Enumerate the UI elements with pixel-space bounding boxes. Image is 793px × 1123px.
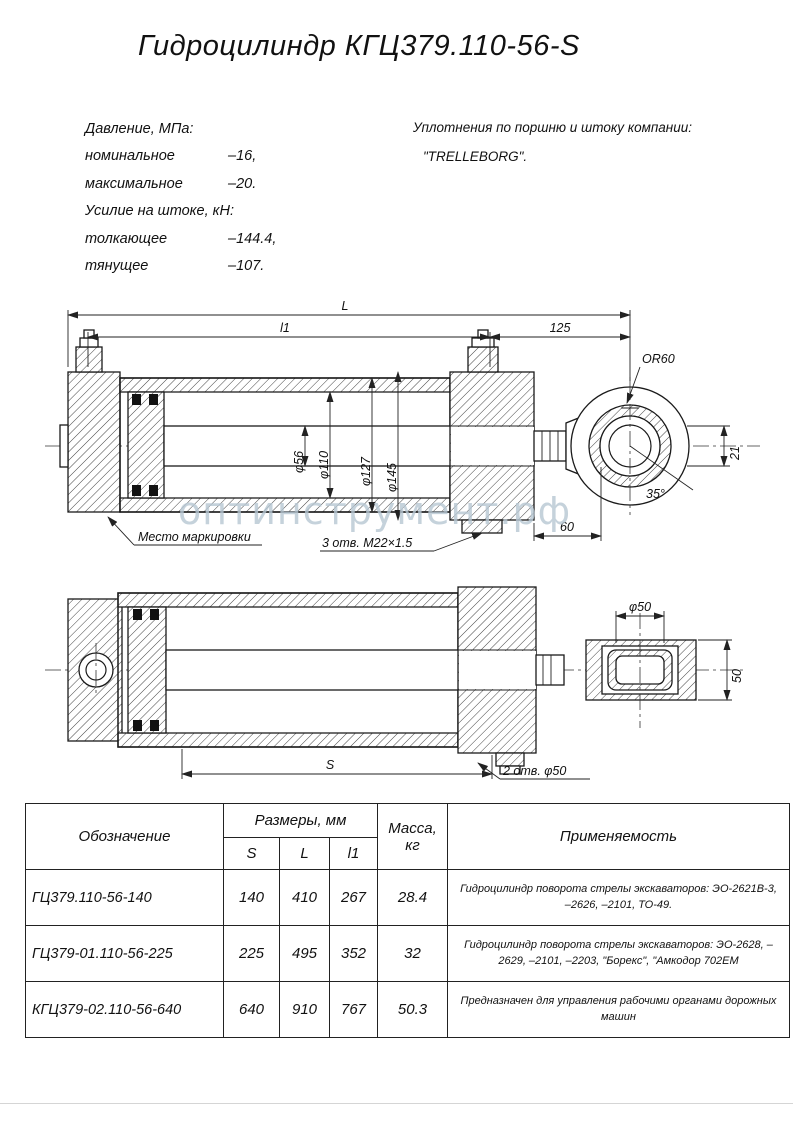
gland-head xyxy=(449,329,535,534)
dim-21-label: 21 xyxy=(728,446,742,461)
cell-l: 410 xyxy=(279,869,330,926)
rod-end-connector xyxy=(533,430,567,462)
max-label: максимальное xyxy=(85,175,183,192)
spec-line: тянущее –107. xyxy=(85,253,375,281)
max-value: –20. xyxy=(228,175,257,192)
header-col-L: L xyxy=(279,837,330,870)
dim-l1-label: l1 xyxy=(280,321,290,335)
spec-line: максимальное –20. xyxy=(85,170,375,198)
cell-l1: 767 xyxy=(329,981,378,1038)
cell-l1: 352 xyxy=(329,925,378,982)
dim-d145-label: φ145 xyxy=(385,463,399,492)
nominal-value: –16, xyxy=(228,148,257,165)
page-title: Гидроцилиндр КГЦ379.110-56-S xyxy=(138,30,580,62)
holes-note-view1: 3 отв. М22×1.5 xyxy=(322,536,412,550)
header-application: Применяемость xyxy=(447,803,790,870)
header-mass-line1: Масса, xyxy=(388,819,437,837)
page-edge-line xyxy=(0,1103,793,1104)
main-section-view: L l1 125 φ56 φ110 φ127 φ145 21 35 xyxy=(45,299,760,552)
dim-35deg-label: 35° xyxy=(646,487,665,501)
cell-l1: 267 xyxy=(329,869,378,926)
pull-value: –107. xyxy=(228,258,265,275)
cell-l: 910 xyxy=(279,981,330,1038)
dim-d110-label: φ110 xyxy=(317,451,331,479)
force-header: Усилие на штоке, кН: xyxy=(85,203,235,220)
spec-line: номинальное –16, xyxy=(85,143,375,171)
seals-note: Уплотнения по поршню и штоку компании: "… xyxy=(413,113,753,171)
second-section-view: φ50 50 S 2 отв. φ50 xyxy=(45,586,745,780)
cell-mass: 32 xyxy=(377,925,448,982)
push-label: толкающее xyxy=(85,230,168,247)
cell-s: 640 xyxy=(223,981,280,1038)
dimensions-view1: L l1 125 φ56 φ110 φ127 φ145 21 35 xyxy=(67,299,742,552)
cell-designation: ГЦ379.110-56-140 xyxy=(25,869,224,926)
cell-mass: 50.3 xyxy=(377,981,448,1038)
dim-S-label: S xyxy=(326,758,335,772)
rear-cap xyxy=(59,329,121,513)
header-mass: Масса, кг xyxy=(377,803,448,870)
pull-label: тянущее xyxy=(85,258,149,275)
header-mass-line2: кг xyxy=(405,836,420,854)
cell-application: Предназначен для управления рабочими орг… xyxy=(447,981,790,1038)
gland-head-2 xyxy=(457,586,537,775)
cell-application: Гидроцилиндр поворота стрелы экскаваторо… xyxy=(447,869,790,926)
push-value: –144.4, xyxy=(228,230,277,247)
marking-note: Место маркировки xyxy=(138,530,251,544)
header-col-l1: l1 xyxy=(329,837,378,870)
piston xyxy=(127,391,165,499)
dim-d127-label: φ127 xyxy=(359,456,373,486)
dim-d50-label: φ50 xyxy=(629,600,651,614)
specs-block: Давление, МПа: номинальное –16, максимал… xyxy=(85,115,375,280)
cell-s: 140 xyxy=(223,869,280,926)
cell-application: Гидроцилиндр поворота стрелы экскаваторо… xyxy=(447,925,790,982)
nominal-label: номинальное xyxy=(85,148,175,165)
cell-mass: 28.4 xyxy=(377,869,448,926)
seals-note-line2: "TRELLEBORG". xyxy=(423,149,528,164)
rod-eye xyxy=(565,377,690,515)
seals-note-line1: Уплотнения по поршню и штоку компании: xyxy=(413,120,692,135)
rear-eye-cap xyxy=(67,598,123,742)
rod-connector-2 xyxy=(535,654,565,686)
header-col-S: S xyxy=(223,837,280,870)
dimensions-view2: φ50 50 S 2 отв. φ50 xyxy=(181,600,744,780)
spec-table: Обозначение Размеры, мм Масса, кг Примен… xyxy=(25,803,790,1038)
holes-note-view2: 2 отв. φ50 xyxy=(502,764,566,778)
spec-line: толкающее –144.4, xyxy=(85,225,375,253)
dim-L-label: L xyxy=(342,299,349,313)
header-sizes: Размеры, мм xyxy=(223,803,378,838)
cell-s: 225 xyxy=(223,925,280,982)
dim-125-label: 125 xyxy=(550,321,571,335)
or60-label: OR60 xyxy=(642,352,675,366)
cylinder-barrel-2 xyxy=(117,592,459,748)
dim-50-label: 50 xyxy=(730,669,744,683)
cell-designation: КГЦ379-02.110-56-640 xyxy=(25,981,224,1038)
cell-designation: ГЦ379-01.110-56-225 xyxy=(25,925,224,982)
header-designation: Обозначение xyxy=(25,803,224,870)
dim-60-label: 60 xyxy=(560,520,574,534)
dim-d56-label: φ56 xyxy=(292,451,306,473)
table-row: ГЦ379.110-56-140 140 410 267 28.4 Гидроц… xyxy=(25,869,790,926)
clevis-eye xyxy=(585,613,697,728)
table-row: ГЦ379-01.110-56-225 225 495 352 32 Гидро… xyxy=(25,925,790,982)
cylinder-barrel xyxy=(119,377,451,513)
piston-2 xyxy=(127,606,167,734)
pressure-header: Давление, МПа: xyxy=(85,120,194,137)
table-row: КГЦ379-02.110-56-640 640 910 767 50.3 Пр… xyxy=(25,981,790,1038)
cell-l: 495 xyxy=(279,925,330,982)
